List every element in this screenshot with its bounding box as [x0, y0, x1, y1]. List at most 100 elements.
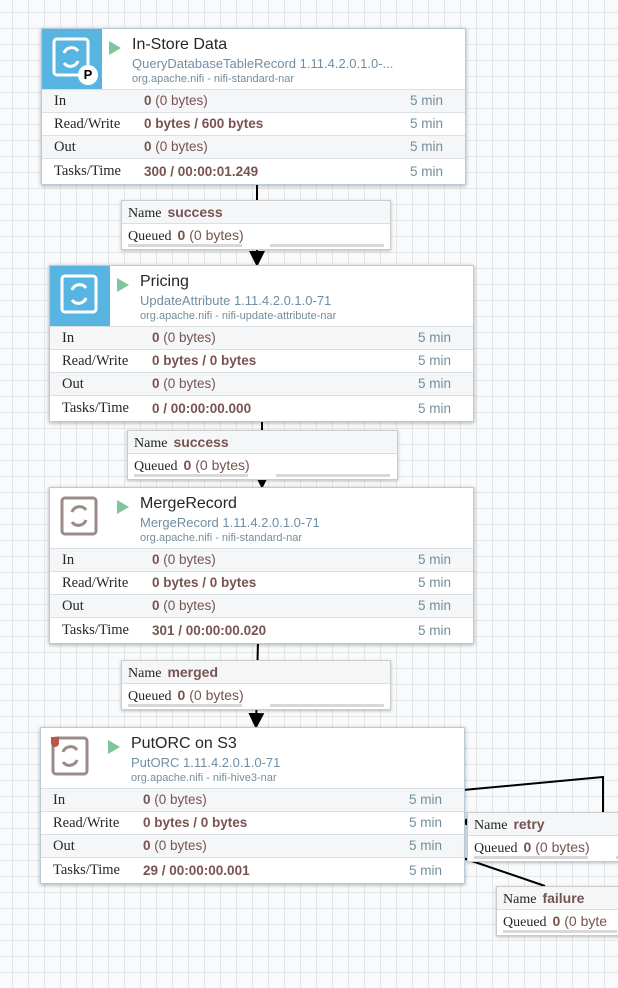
processor-name: PutORC on S3	[131, 735, 237, 752]
read-write-value: 0 bytes / 0 bytes	[152, 575, 257, 590]
out-count: 0	[144, 139, 152, 154]
queued-label: Queued	[134, 459, 178, 474]
stat-window: 5 min	[409, 139, 443, 154]
stat-window: 5 min	[409, 93, 443, 108]
queue-bar	[270, 244, 384, 247]
queued-value: 0 (0 bytes)	[178, 687, 244, 703]
in-bytes: (0 bytes)	[154, 792, 207, 807]
stat-label: Out	[53, 838, 75, 854]
stat-value: 0 (0 bytes)	[152, 373, 216, 395]
queued-bytes: (0 bytes)	[195, 457, 250, 473]
processor-type: QueryDatabaseTableRecord 1.11.4.2.0.1.0-…	[132, 56, 394, 71]
in-bytes: (0 bytes)	[163, 552, 216, 567]
stat-value: 0 bytes / 0 bytes	[143, 812, 247, 834]
out-count: 0	[152, 598, 160, 613]
name-label: Name	[134, 436, 168, 451]
queue-bar	[128, 244, 242, 247]
queue-bar	[134, 474, 248, 477]
stat-window: 5 min	[417, 623, 451, 638]
running-play-icon	[117, 278, 129, 292]
processor-icon	[50, 488, 110, 548]
stat-window: 5 min	[408, 792, 442, 807]
stat-value: 0 bytes / 0 bytes	[152, 572, 256, 594]
tasks-time-value: 300 / 00:00:01.249	[144, 164, 259, 179]
queue-bar	[616, 856, 618, 859]
stat-value: 0 (0 bytes)	[144, 136, 208, 158]
stat-value: 301 / 00:00:00.020	[152, 618, 266, 643]
out-bytes: (0 bytes)	[163, 376, 216, 391]
processor-0[interactable]: P In-Store Data QueryDatabaseTableRecord…	[41, 28, 466, 185]
processor-2[interactable]: MergeRecord MergeRecord 1.11.4.2.0.1.0-7…	[49, 487, 474, 644]
stat-label: Tasks/Time	[62, 400, 129, 416]
stat-window: 5 min	[417, 575, 451, 590]
stat-label: Out	[62, 376, 84, 392]
queue-bar	[128, 704, 242, 707]
queued-bytes: (0 byte	[564, 913, 608, 929]
stat-label: In	[53, 792, 66, 808]
stat-window: 5 min	[417, 401, 451, 416]
connection-line-failure[interactable]	[462, 857, 546, 887]
stat-value: 0 (0 bytes)	[152, 595, 216, 617]
processor-1[interactable]: Pricing UpdateAttribute 1.11.4.2.0.1.0-7…	[49, 265, 474, 422]
processor-header: PutORC on S3 PutORC 1.11.4.2.0.1.0-71 or…	[41, 728, 464, 788]
out-bytes: (0 bytes)	[163, 598, 216, 613]
queue-bar	[503, 930, 617, 933]
stat-label: Tasks/Time	[54, 163, 121, 179]
processor-icon	[41, 728, 101, 788]
queued-value: 0 (0 bytes)	[178, 227, 244, 243]
connection-name: retry	[513, 816, 545, 832]
queued-bytes: (0 bytes)	[189, 227, 244, 243]
stat-value: 29 / 00:00:00.001	[143, 858, 250, 883]
queue-bar	[270, 704, 384, 707]
in-bytes: (0 bytes)	[155, 93, 208, 108]
processor-name: In-Store Data	[132, 36, 228, 53]
stat-label: Out	[62, 598, 84, 614]
read-write-value: 0 bytes / 600 bytes	[144, 116, 264, 131]
stat-value: 300 / 00:00:01.249	[144, 159, 258, 184]
in-count: 0	[152, 330, 160, 345]
queue-bar	[276, 474, 390, 477]
stat-row-tasks-time: Tasks/Time 300 / 00:00:01.249 5 min	[42, 158, 465, 184]
processor-type: UpdateAttribute 1.11.4.2.0.1.0-71	[140, 293, 332, 308]
stat-window: 5 min	[409, 164, 443, 179]
out-count: 0	[143, 838, 151, 853]
running-play-icon	[108, 740, 120, 754]
queued-value: 0 (0 bytes)	[184, 457, 250, 473]
stat-window: 5 min	[417, 330, 451, 345]
out-bytes: (0 bytes)	[155, 139, 208, 154]
connection-line-retry[interactable]	[462, 775, 604, 812]
processor-bundle: org.apache.nifi - nifi-hive3-nar	[131, 772, 277, 784]
processor-3[interactable]: PutORC on S3 PutORC 1.11.4.2.0.1.0-71 or…	[40, 727, 465, 884]
processor-type: MergeRecord 1.11.4.2.0.1.0-71	[140, 515, 320, 530]
processor-bundle: org.apache.nifi - nifi-standard-nar	[132, 73, 295, 85]
tasks-time-value: 29 / 00:00:00.001	[143, 863, 250, 878]
restricted-shield-icon	[51, 737, 59, 747]
processor-name: MergeRecord	[140, 495, 237, 512]
stat-label: Read/Write	[62, 575, 129, 591]
stat-label: Tasks/Time	[53, 862, 120, 878]
stat-row-read-write: Read/Write 0 bytes / 0 bytes 5 min	[50, 571, 473, 594]
processor-bundle: org.apache.nifi - nifi-standard-nar	[140, 532, 303, 544]
stat-window: 5 min	[408, 815, 442, 830]
stat-window: 5 min	[417, 598, 451, 613]
processor-type: PutORC 1.11.4.2.0.1.0-71	[131, 755, 281, 770]
